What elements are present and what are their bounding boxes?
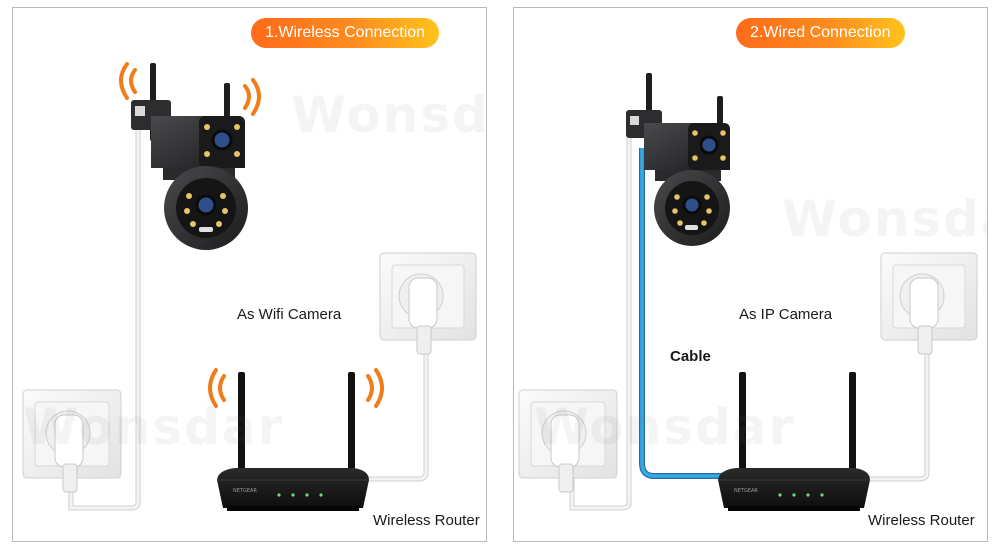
wall-outlet-camera xyxy=(22,389,122,493)
dual-lens-ptz-camera xyxy=(131,63,248,250)
wireless-scene: NETGEAR xyxy=(22,62,477,511)
watermark-top: Wonsdar xyxy=(782,190,987,248)
wireless-router xyxy=(718,372,870,511)
router-label: Wireless Router xyxy=(868,512,975,529)
dual-lens-ptz-camera xyxy=(626,73,730,246)
ip-camera-caption: As IP Camera xyxy=(739,306,833,323)
wireless-connection-title: 1.Wireless Connection xyxy=(251,18,440,48)
wired-connection-panel: NETGEAR Wonsdar Wonsdar 2.Wired Connecti… xyxy=(513,7,988,542)
ethernet-cable xyxy=(639,148,724,479)
wireless-connection-panel: NETGEAR Wonsdar Wonsdar 1.Wireless Conne… xyxy=(12,7,487,542)
wireless-router xyxy=(217,372,369,511)
wifi-signal-waves-camera xyxy=(119,62,261,116)
wifi-signal-waves-router xyxy=(208,368,384,408)
watermark-bottom: Wonsdar xyxy=(534,398,796,456)
wifi-camera-caption: As Wifi Camera xyxy=(237,306,342,323)
wall-outlet-camera xyxy=(518,389,618,493)
watermark-top: Wonsdar xyxy=(291,86,487,144)
wall-outlet-router xyxy=(379,252,477,355)
wired-scene: NETGEAR xyxy=(518,73,978,511)
router-brand-text: NETGEAR xyxy=(734,488,758,494)
camera-power-cable xyxy=(569,138,632,511)
router-power-cable xyxy=(363,353,429,482)
wired-connection-title: 2.Wired Connection xyxy=(736,18,905,48)
router-label: Wireless Router xyxy=(373,512,480,529)
router-brand-text: NETGEAR xyxy=(233,488,257,494)
wall-outlet-router xyxy=(880,252,978,355)
camera-power-cable xyxy=(68,128,141,511)
router-power-cable xyxy=(869,353,930,482)
watermark-bottom: Wonsdar xyxy=(23,398,285,456)
cable-label: Cable xyxy=(670,348,711,365)
